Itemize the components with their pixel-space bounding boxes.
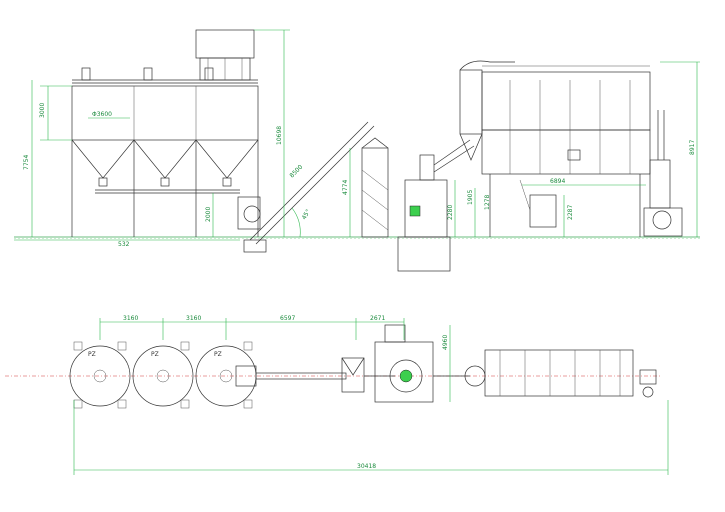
dim-silo-cyl-height: 3000 [39,103,46,118]
silo-group [71,29,259,237]
silo-valve-3 [222,177,232,187]
bag-dust-collector [481,65,651,237]
plan-silo-label-3: PZ [214,351,222,358]
silo-cylinder [71,85,259,141]
dim-support-height: 2000 [205,207,212,222]
dim-silo-pitch-2: 3160 [186,315,201,322]
dim-silo-diameter: Φ3600 [92,111,112,118]
plan-silo-label-2: PZ [151,351,159,358]
exhaust-fan [643,110,683,237]
plan-mill [374,324,470,403]
silo-hopper-2 [133,139,197,179]
dim-collector-height: 8917 [689,140,696,155]
plan-exhaust-fan [639,369,657,385]
plan-dimensions: 3160 3160 6597 2671 4960 30418 [73,315,669,475]
plan-silos: PZ PZ PZ [69,341,257,409]
cyclone-separator [459,60,557,228]
plan-silo-label-1: PZ [88,351,96,358]
silo-top-motor-3 [204,67,214,81]
dim-overall-height: 10698 [276,126,283,145]
silo-valve-1 [98,177,108,187]
dim-silo-pitch-1: 3160 [123,315,138,322]
silo-top-motor-1 [81,67,91,81]
dim-collector-width: 6894 [550,178,565,185]
silo-hopper-1 [71,139,135,179]
dim-silo-total-height: 7754 [23,155,30,170]
dim-bucket-height: 4774 [342,180,349,195]
plan-mill-motor-icon [399,369,413,383]
plan-bucket-elevator [341,357,365,393]
elevation-view: 3000 7754 Φ3600 10698 8500 45° 2000 4774… [14,29,700,272]
grinding-mill [397,139,475,272]
fan-unit [529,194,557,228]
plan-view: PZ PZ PZ [5,315,669,475]
plan-collector [464,349,657,398]
conveyor-feed-hopper [237,196,261,230]
dim-mill-width: 2671 [370,315,385,322]
dim-outlet-height: 2287 [567,205,574,220]
dim-overall-length: 30418 [357,463,376,470]
dim-mill-depth: 4960 [442,335,449,350]
bucket-elevator [361,137,389,238]
silo-top-motor-2 [143,67,153,81]
conveyor-motor-icon [243,205,261,223]
silo-valve-2 [160,177,170,187]
incline-conveyor [237,121,375,253]
mill-pit [397,236,451,272]
dim-conveyor-length: 8500 [288,164,304,180]
dim-mill-inlet: 1905 [467,190,474,205]
dim-fan: 1278 [484,195,491,210]
dim-conveyor-span: 6597 [280,315,295,322]
silo-hopper-3 [195,139,259,179]
plan-bag-collector [484,349,634,397]
mill-motor-icon [409,205,421,217]
plan-conveyor [235,357,395,393]
dim-base-length: 532 [118,241,130,248]
silo-top-dust-collector [195,29,255,59]
elevation-dimensions: 3000 7754 Φ3600 10698 8500 45° 2000 4774… [14,29,700,248]
plan-silo-1 [69,345,131,407]
dim-mill-base-height: 2280 [447,205,454,220]
dim-conveyor-angle: 45° [301,208,312,221]
plan-silo-2 [132,345,194,407]
